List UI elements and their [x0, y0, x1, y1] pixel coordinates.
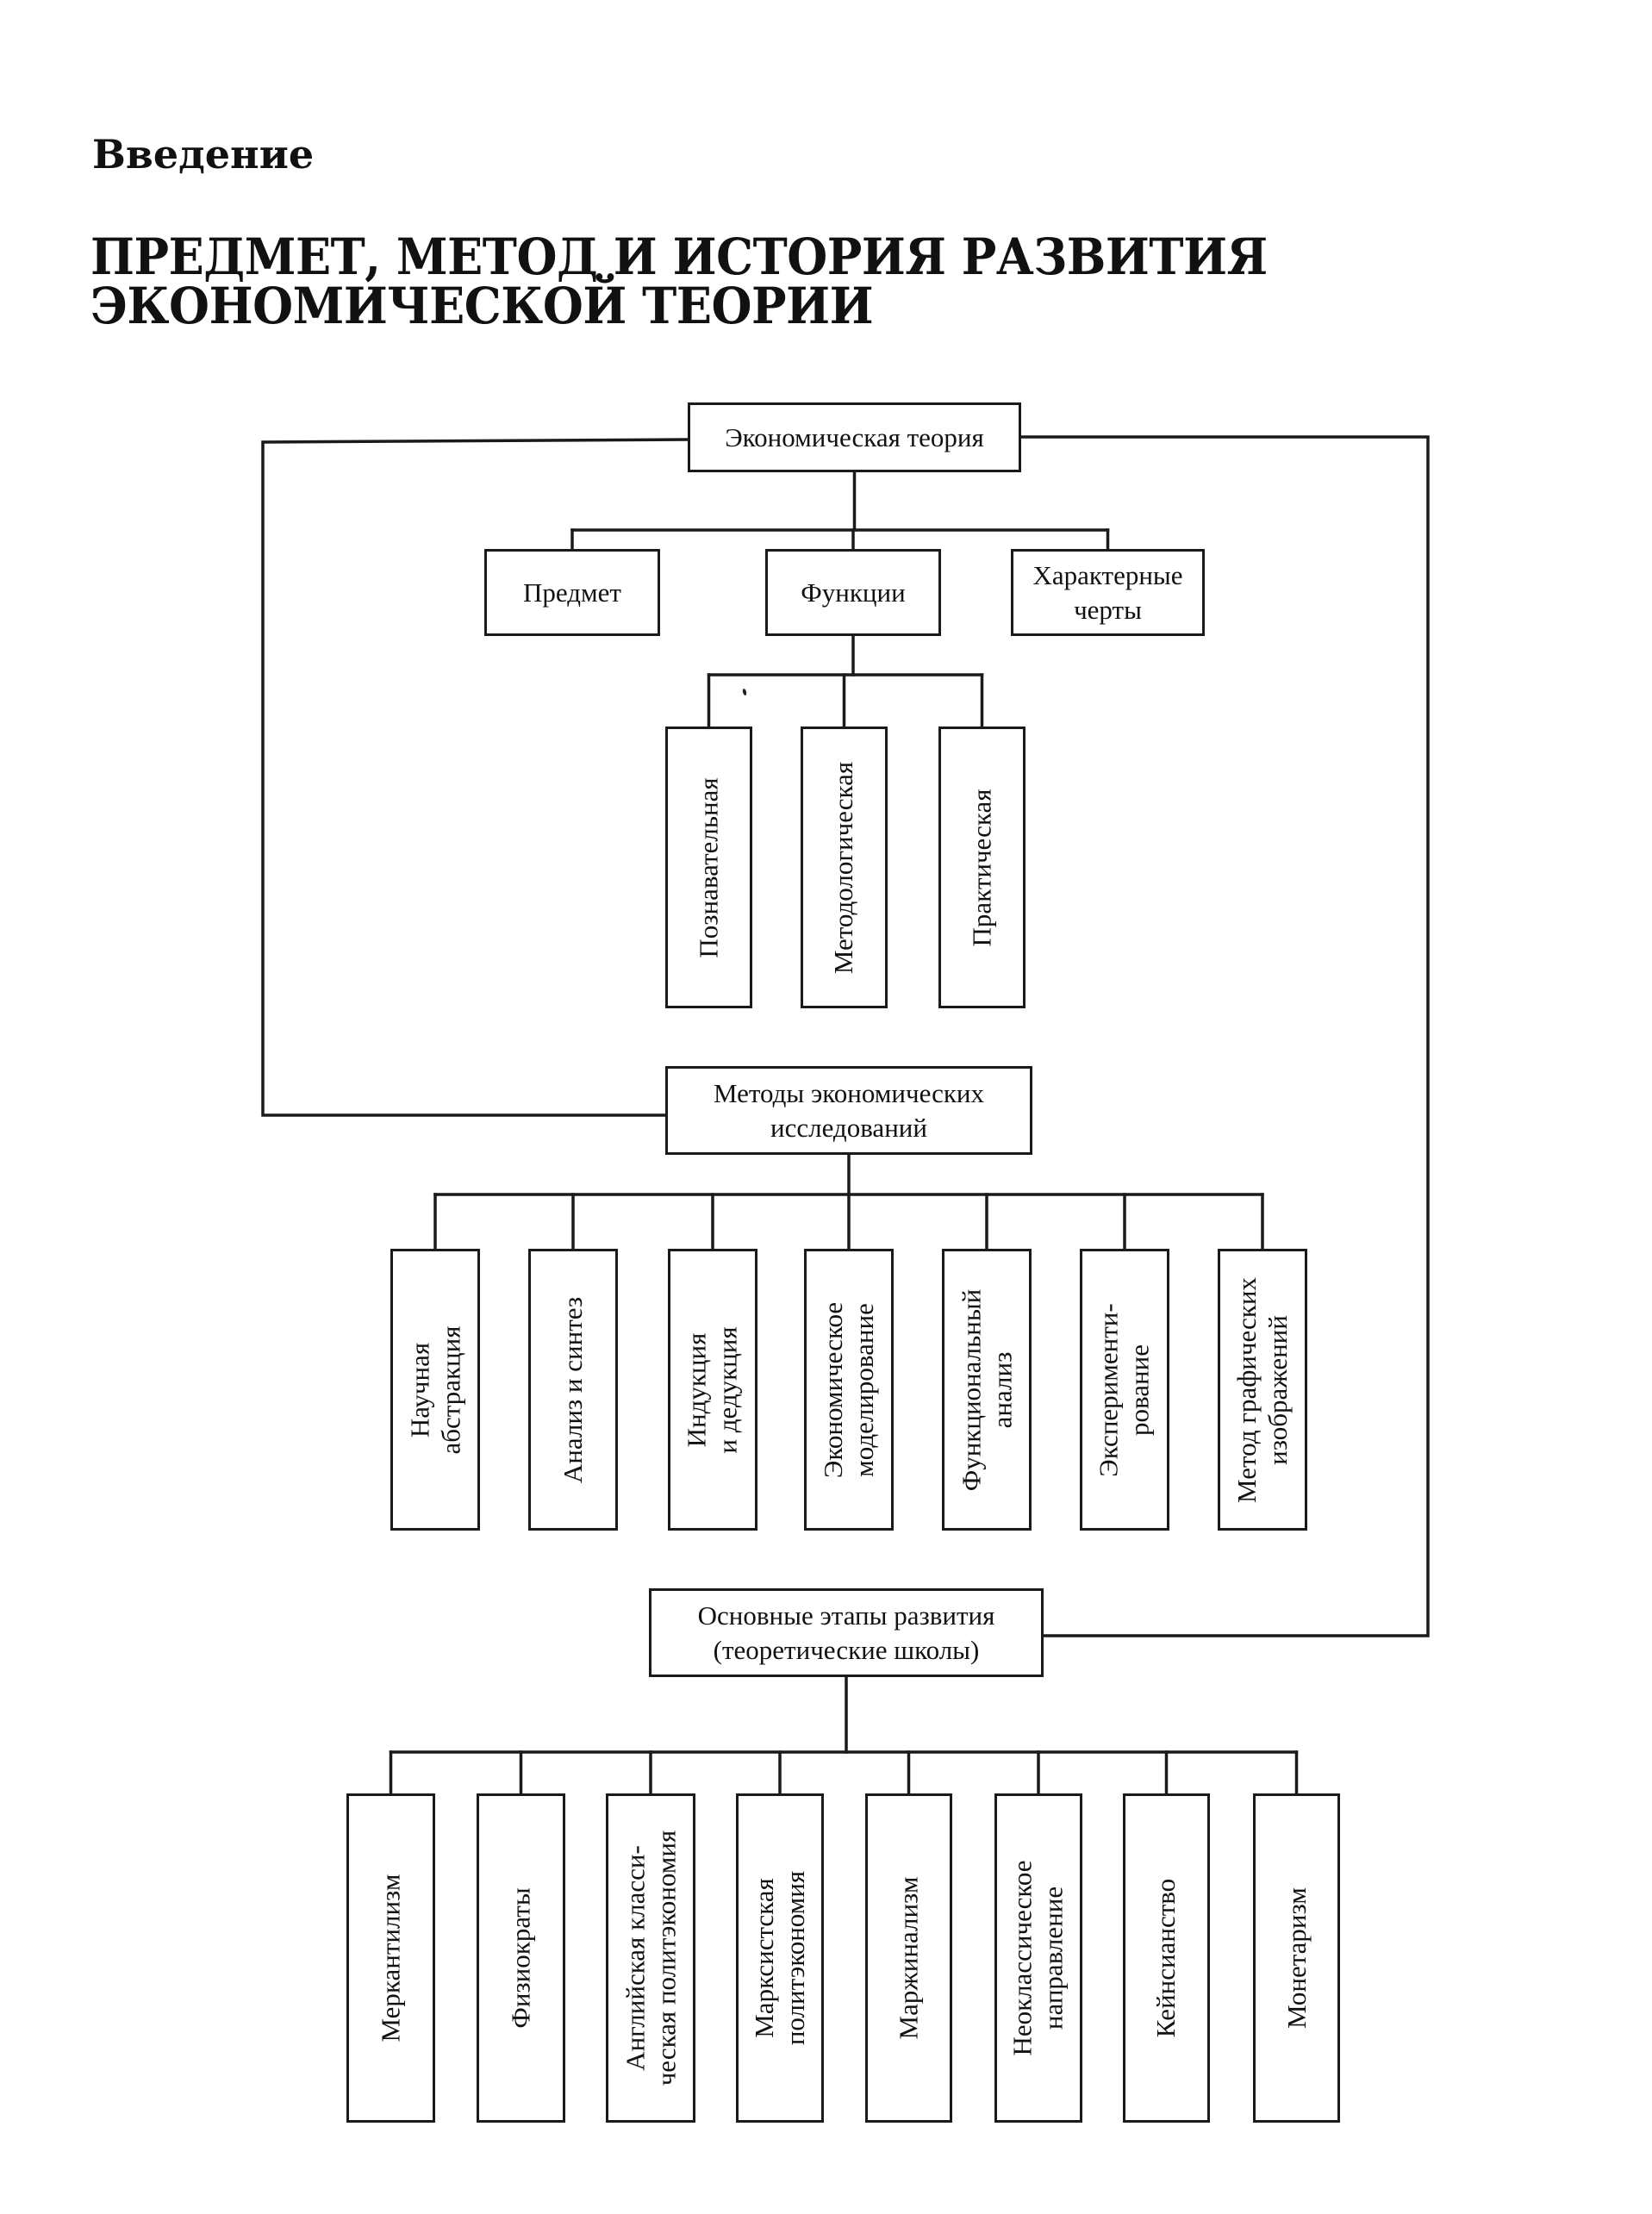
node-label: Экономическая теория	[725, 421, 984, 452]
node-method-m1: Научная абстракция	[390, 1249, 480, 1531]
root-to-methods-connector	[261, 438, 689, 1117]
node-label: Английская класси- ческая политэкономия	[620, 1830, 681, 2086]
node-label: Познавательная	[693, 776, 724, 958]
node-label: Маржинализм	[893, 1876, 924, 2040]
node-root-root: Экономическая теория	[688, 402, 1021, 472]
node-school-s6: Неоклассическое направление	[994, 1793, 1082, 2123]
node-level1-features: Характерные черты	[1011, 549, 1205, 636]
node-method-m6: Эксперименти- рование	[1080, 1249, 1169, 1531]
node-method-m3: Индукция и дедукция	[668, 1249, 757, 1531]
node-school-s8: Монетаризм	[1253, 1793, 1340, 2123]
node-label: Анализ и синтез	[558, 1296, 588, 1483]
node-method-m5: Функциональный анализ	[942, 1249, 1032, 1531]
node-function-f3: Практическая	[938, 727, 1025, 1008]
node-school-s4: Марксистская политэкономия	[736, 1793, 824, 2123]
node-function-f1: Познавательная	[665, 727, 752, 1008]
node-school-s3: Английская класси- ческая политэкономия	[606, 1793, 695, 2123]
node-level1-functions: Функции	[765, 549, 941, 636]
node-method-m2: Анализ и синтез	[528, 1249, 618, 1531]
node-label: Характерные черты	[1032, 559, 1183, 625]
node-label: Меркантилизм	[375, 1874, 406, 2042]
node-label: Марксистская политэкономия	[749, 1870, 811, 2046]
node-hub-stages: Основные этапы развития (теоретические ш…	[649, 1588, 1044, 1677]
node-school-s2: Физиократы	[477, 1793, 565, 2123]
node-label: Функции	[801, 577, 906, 608]
node-school-s1: Меркантилизм	[346, 1793, 435, 2123]
node-label: Физиократы	[505, 1887, 536, 2029]
node-label: Методологическая	[828, 761, 859, 974]
node-label: Метод графических изображений	[1231, 1276, 1293, 1503]
node-method-m7: Метод графических изображений	[1218, 1249, 1307, 1531]
node-hub-methods: Методы экономических исследований	[665, 1066, 1032, 1155]
node-label: Экономическое моделирование	[818, 1301, 880, 1478]
section-label: Введение	[92, 131, 315, 178]
node-label: Индукция и дедукция	[682, 1325, 743, 1454]
node-method-m4: Экономическое моделирование	[804, 1249, 894, 1531]
node-label: Кейнсианство	[1150, 1878, 1181, 2038]
node-label: Методы экономических исследований	[713, 1077, 985, 1143]
node-label: Основные этапы развития (теоретические ш…	[697, 1600, 995, 1665]
node-label: Предмет	[523, 577, 621, 608]
node-level1-subject: Предмет	[484, 549, 660, 636]
node-function-f2: Методологическая	[801, 727, 888, 1008]
page-title: ПРЕДМЕТ, МЕТОД И ИСТОРИЯ РАЗВИТИЯ ЭКОНОМ…	[90, 228, 1268, 335]
node-label: Практическая	[966, 789, 997, 946]
node-label: Эксперименти- рование	[1094, 1302, 1156, 1477]
scan-speck	[742, 688, 747, 696]
node-label: Неоклассическое направление	[1007, 1860, 1069, 2056]
node-label: Научная абстракция	[404, 1325, 466, 1454]
node-school-s7: Кейнсианство	[1123, 1793, 1210, 2123]
node-label: Функциональный анализ	[956, 1288, 1017, 1491]
node-school-s5: Маржинализм	[865, 1793, 952, 2123]
node-label: Монетаризм	[1281, 1887, 1312, 2029]
